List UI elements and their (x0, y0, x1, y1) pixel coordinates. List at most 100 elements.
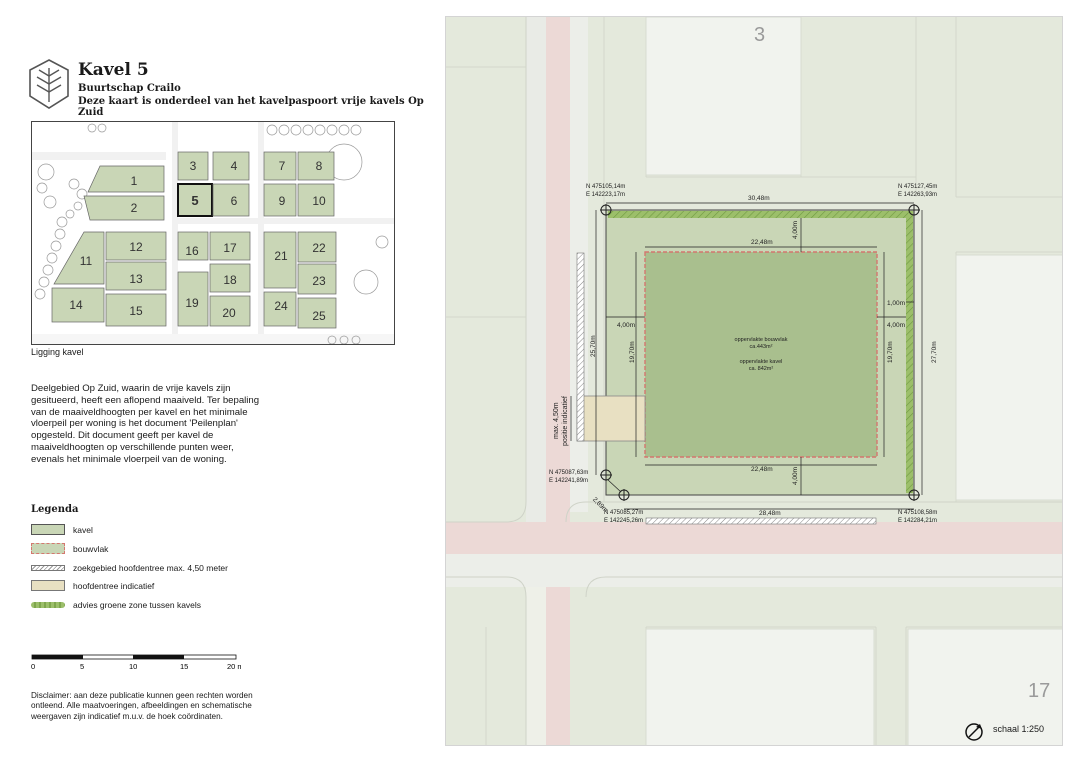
overview-plot-11 (53, 231, 105, 285)
overview-plot-18 (209, 263, 251, 293)
dim-right-total: 27,70m (931, 341, 938, 363)
overview-plot-label: 20 (222, 306, 236, 320)
dim-left-total: 25,70m (590, 335, 597, 357)
overview-plot-8 (297, 151, 335, 181)
overview-plot-16 (177, 231, 209, 261)
green-zone-right (906, 211, 913, 493)
area-build-label: oppervlakte bouwvlak (735, 337, 788, 343)
overview-plot-1 (87, 165, 165, 193)
page-title: Kavel 5 (78, 60, 149, 80)
overview-plot-label: 9 (279, 194, 286, 208)
overview-plot-6 (212, 183, 250, 217)
overview-plot-5 (177, 183, 213, 217)
overview-plot-22 (297, 231, 337, 263)
coord-tr-n: N 475127,45m (898, 184, 937, 190)
overview-plot-label: 22 (312, 241, 326, 255)
dim-top: 30,48m (748, 195, 770, 202)
coord-ml-e: E 142241,89m (549, 478, 588, 484)
dim-inner-bottom: 22,48m (751, 466, 773, 473)
green-zone-top (608, 211, 912, 218)
overview-plot-label: 12 (129, 240, 143, 254)
scale-label: 20 m. (227, 662, 241, 671)
dim-bottom: 28,48m (759, 510, 781, 517)
bouwvlak (644, 251, 878, 458)
legend-label: hoofdentree indicatief (73, 580, 155, 591)
coord-ml-n: N 475087,63m (549, 470, 588, 476)
hoofdentree-indicatief (576, 395, 646, 442)
overview-plot-23 (297, 263, 337, 295)
groene-zone-swatch-icon (31, 601, 65, 608)
scale-label: 10 (129, 662, 137, 671)
crailo-logo-icon (29, 59, 69, 109)
entrance-label-1: max. 4,50m (553, 402, 560, 439)
overview-plot-7 (263, 151, 297, 181)
intro-text: Deelgebied Op Zuid, waarin de vrije kave… (31, 383, 260, 465)
block-number-bottom: 17 (1028, 680, 1050, 702)
overview-plot-label: 5 (191, 193, 198, 208)
coord-tl-n: N 475105,14m (586, 184, 625, 190)
dim-inner-top: 22,48m (751, 239, 773, 246)
scale-label: 5 (80, 662, 84, 671)
disclaimer-text: Disclaimer: aan deze publicatie kunnen g… (31, 691, 253, 721)
overview-plot-label: 4 (231, 159, 238, 173)
overview-plot-label: 11 (80, 254, 93, 268)
overview-plot-label: 18 (223, 273, 237, 287)
overview-plot-label: 25 (312, 309, 326, 323)
dim-4m-top: 4,00m (792, 221, 799, 239)
overview-plot-label: 14 (69, 298, 83, 312)
coord-bl-n: N 475085,27m (604, 510, 643, 516)
area-build-value: ca.443m² (750, 344, 773, 350)
legend-label: zoekgebied hoofdentree max. 4,50 meter (73, 562, 228, 573)
block-number-top: 3 (754, 24, 765, 46)
entrance-label-2: positie indicatief (562, 396, 569, 446)
scale-label: 15 (180, 662, 188, 671)
legend-label: kavel (73, 524, 93, 535)
overview-plot-25 (297, 297, 337, 329)
overview-plot-12 (105, 231, 167, 261)
overview-plot-label: 19 (185, 296, 199, 310)
overview-plot-20 (209, 295, 251, 327)
coord-br-n: N 475108,58m (898, 510, 937, 516)
dim-inner-left: 19,70m (629, 341, 636, 363)
legend-title: Legenda (31, 504, 79, 515)
overview-plot-4 (212, 151, 250, 181)
zoekgebied-swatch-icon (31, 564, 65, 571)
overview-plot-14 (51, 287, 105, 323)
overview-plot-label: 16 (185, 244, 199, 258)
overview-plot-label: 6 (231, 194, 238, 208)
info-panel: Kavel 5 Buurtschap Crailo Deze kaart is … (0, 0, 440, 757)
overview-plot-10 (297, 183, 335, 217)
overview-plot-17 (209, 231, 251, 261)
overview-plot-label: 17 (223, 241, 237, 255)
legend-item-zoekgebied: zoekgebied hoofdentree max. 4,50 meter (31, 561, 228, 574)
dim-4m-right: 4,00m (887, 322, 905, 329)
legend-item-hoofdentree: hoofdentree indicatief (31, 579, 154, 592)
zoekgebied-vertical (576, 252, 585, 442)
legend-item-kavel: kavel (31, 523, 93, 536)
dim-4m-bottom: 4,00m (792, 467, 799, 485)
overview-plot-label: 7 (279, 159, 286, 173)
overview-plot-label: 23 (312, 274, 326, 288)
overview-plot-15 (105, 293, 167, 327)
legend-label: bouwvlak (73, 543, 109, 554)
dim-4m-left: 4,00m (617, 322, 635, 329)
coord-bl-e: E 142245,26m (604, 518, 643, 524)
plot-map: 3 17 (445, 16, 1063, 746)
overview-plot-label: 21 (274, 249, 288, 263)
dim-1m-right: 1,00m (887, 300, 905, 307)
overview-plot-21 (263, 231, 297, 289)
overview-plot-label: 2 (131, 201, 138, 215)
overview-plot-19 (177, 271, 209, 327)
legend-item-bouwvlak: bouwvlak (31, 542, 108, 555)
page-subtitle-2: Deze kaart is onderdeel van het kavelpas… (78, 96, 424, 118)
overview-plot-24 (263, 291, 297, 327)
area-plot-label: oppervlakte kavel (740, 359, 783, 365)
page-subtitle: Buurtschap Crailo (78, 83, 181, 94)
coord-tr-e: E 142263,93m (898, 192, 937, 198)
overview-plot-label: 10 (312, 194, 326, 208)
overview-plot-13 (105, 261, 167, 291)
coord-br-e: E 142284,21m (898, 518, 937, 524)
overview-plot-label: 3 (190, 159, 197, 173)
coord-tl-e: E 142223,17m (586, 192, 625, 198)
overview-plot-3 (177, 151, 209, 181)
